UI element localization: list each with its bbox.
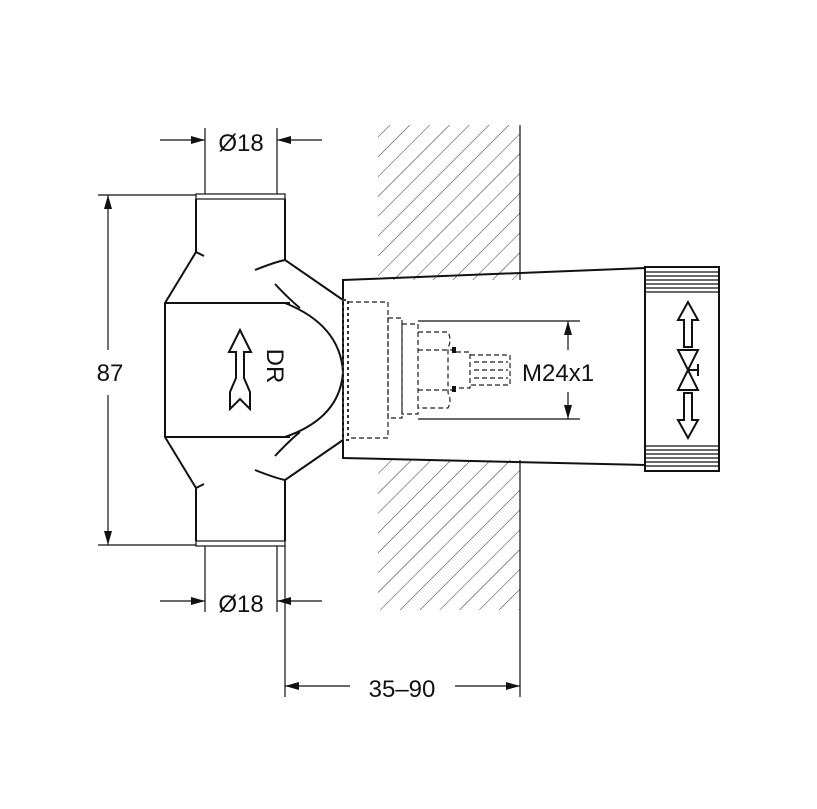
dimension-lines (98, 128, 580, 697)
thread-label: M24x1 (522, 360, 594, 387)
height-label: 87 (97, 360, 124, 387)
top-diameter-label: Ø18 (218, 130, 263, 157)
wall-depth-label: 35–90 (369, 676, 436, 703)
bottom-diameter-label: Ø18 (218, 591, 263, 618)
body-marking: DR (261, 349, 288, 384)
flow-arrow-icon (227, 327, 253, 412)
down-arrow-icon (676, 392, 700, 441)
valve-body (164, 193, 345, 547)
valve-symbol-icon (676, 349, 700, 391)
handle-cap (644, 266, 720, 472)
up-arrow-icon (676, 299, 700, 348)
